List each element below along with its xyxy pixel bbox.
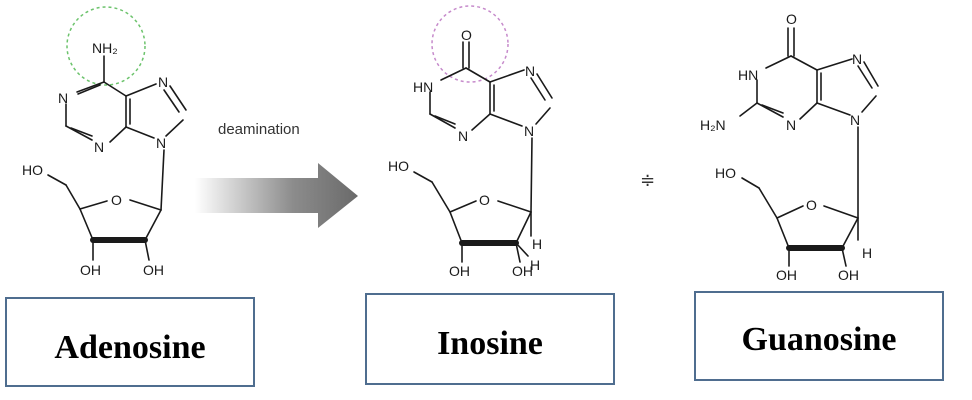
adenosine-atom-n7: N <box>158 74 168 90</box>
adenosine-atom-nh2: NH₂ <box>92 40 118 56</box>
inosine-atom-h2: H <box>530 257 540 273</box>
inosine-atom-oh3: OH <box>449 263 470 279</box>
guanosine-atom-hn1: HN <box>738 67 758 83</box>
keto-group-highlight <box>431 5 509 83</box>
adenosine-atom-oh2: OH <box>143 262 164 278</box>
guanosine-structure: O HN H₂N N N N O HO OH OH H <box>700 11 879 283</box>
adenosine-atom-n3: N <box>94 139 104 155</box>
inosine-atom-h1: H <box>532 236 542 252</box>
guanosine-name: Guanosine <box>742 321 897 358</box>
inosine-atom-n3: N <box>458 128 468 144</box>
adenosine-name-box: Adenosine <box>5 297 255 387</box>
guanosine-atom-oh2: OH <box>838 267 859 283</box>
adenosine-atom-n1: N <box>58 90 68 106</box>
adenosine-atom-oh3: OH <box>80 262 101 278</box>
amino-group-highlight <box>66 6 146 86</box>
guanosine-atom-oh3: OH <box>776 267 797 283</box>
inosine-atom-oh2: OH <box>512 263 533 279</box>
adenosine-structure: NH₂ N N N N O HO OH OH <box>22 6 187 278</box>
adenosine-name: Adenosine <box>54 329 205 366</box>
guanosine-atom-h2: H <box>862 245 872 261</box>
adenosine-atom-n9: N <box>156 135 166 151</box>
guanosine-atom-ho5: HO <box>715 165 736 181</box>
approx-equal-symbol: ≑ <box>640 170 655 191</box>
inosine-atom-ho5: HO <box>388 158 409 174</box>
guanosine-name-box: Guanosine <box>694 291 944 381</box>
inosine-atom-n9: N <box>524 123 534 139</box>
inosine-structure: O HN N N N O HO OH OH H H <box>388 5 553 279</box>
guanosine-atom-h2n: H₂N <box>700 117 726 133</box>
guanosine-atom-o6: O <box>786 11 797 27</box>
guanosine-atom-o4: O <box>806 197 817 213</box>
adenosine-atom-ho5: HO <box>22 162 43 178</box>
adenosine-atom-o4: O <box>111 192 122 208</box>
guanosine-atom-n3: N <box>786 117 796 133</box>
guanosine-atom-n9: N <box>850 112 860 128</box>
inosine-atom-hn1: HN <box>413 79 433 95</box>
inosine-name: Inosine <box>437 325 543 362</box>
reaction-arrow <box>195 163 358 228</box>
guanosine-atom-n7: N <box>852 51 862 67</box>
arrow-label: deamination <box>218 121 300 138</box>
deamination-arrow: deamination <box>195 121 358 228</box>
inosine-atom-o6: O <box>461 27 472 43</box>
inosine-atom-o4: O <box>479 192 490 208</box>
inosine-name-box: Inosine <box>365 293 615 385</box>
inosine-atom-n7: N <box>525 63 535 79</box>
